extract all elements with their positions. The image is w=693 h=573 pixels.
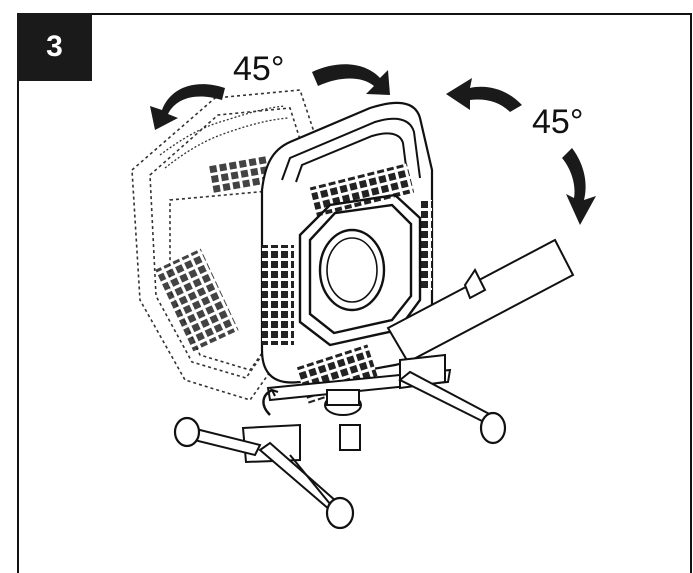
lamp-handle xyxy=(281,117,421,183)
rotate-left-arrow-icon xyxy=(150,84,225,130)
lens-icon xyxy=(318,228,386,312)
tilt-angle-label-right: 45° xyxy=(532,103,584,141)
rotation-angle-label-left: 45° xyxy=(233,50,285,88)
step-number-badge: 3 xyxy=(17,13,92,81)
stand-knob xyxy=(324,389,362,416)
tilt-back-arrow-icon xyxy=(446,78,522,112)
lamp-left-ribs xyxy=(262,245,294,345)
lamp-right-ribs xyxy=(420,200,432,290)
stand-base xyxy=(176,353,497,512)
lamp-bezel xyxy=(298,193,422,347)
small-rotate-arrow-icon xyxy=(262,388,279,416)
ghost-lamp-grip xyxy=(159,105,289,169)
tilt-down-arrow-icon xyxy=(562,148,596,225)
diagram-frame xyxy=(17,13,692,573)
ghost-lamp-top-ribs xyxy=(208,155,272,193)
rotate-right-arrow-icon xyxy=(312,64,390,95)
stand-feet xyxy=(173,411,507,530)
ghost-lamp-ribs xyxy=(155,248,239,352)
support-bracket xyxy=(386,238,575,364)
